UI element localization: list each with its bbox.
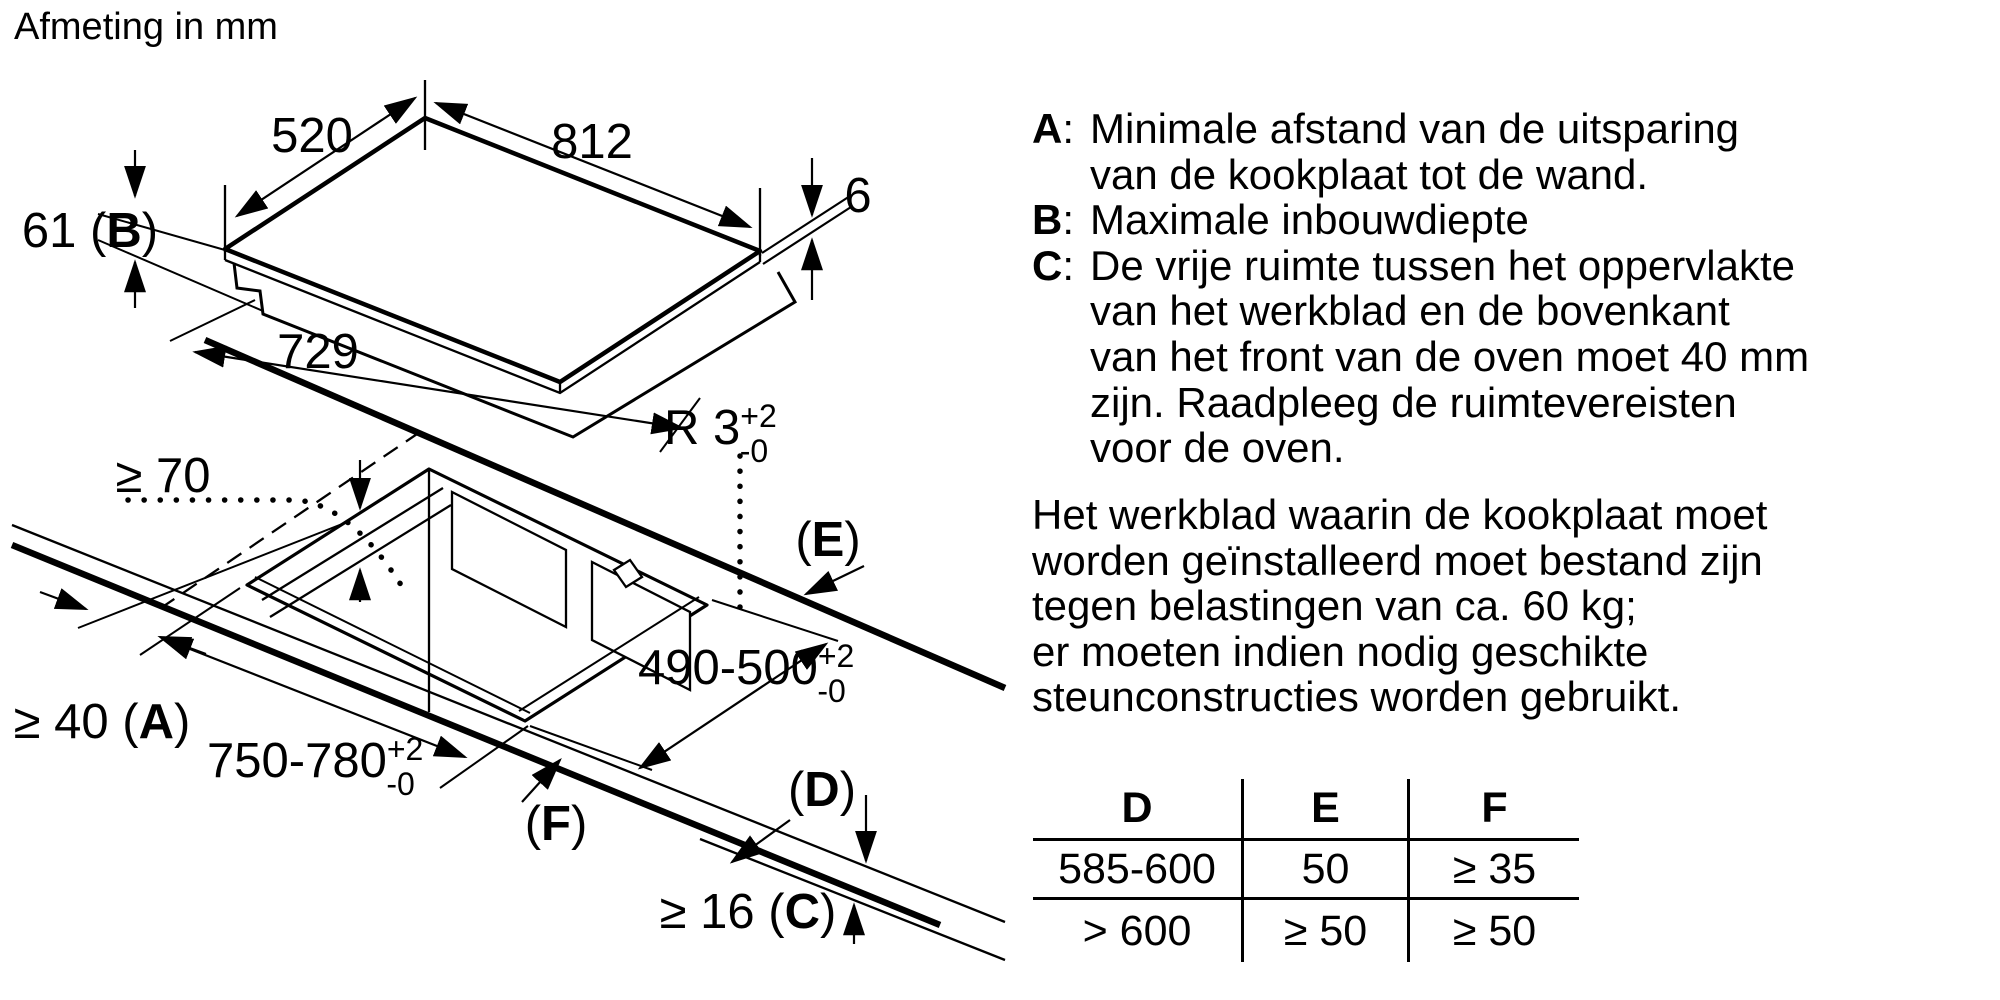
- note-key: [1032, 334, 1090, 380]
- note-line: van het front van de oven moet 40 mm: [1032, 334, 1809, 380]
- dim-label-490-500: 490-500+2-0: [638, 638, 854, 709]
- installation-diagram: 520 812 6 61 (B) 729 ≥ 70 R 3+2-0 ≥ 40 (…: [10, 80, 1007, 962]
- dim-label-F: (F): [525, 797, 588, 851]
- note-key: [1032, 288, 1090, 334]
- paragraph-line: worden geïnstalleerd moet bestand zijn: [1032, 536, 1763, 584]
- note-line: A: Minimale afstand van de uitsparing: [1032, 106, 1809, 152]
- dim-label-D: (D): [788, 763, 856, 817]
- dim-label-520: 520: [271, 109, 353, 163]
- paragraph-line: tegen belastingen van ca. 60 kg;: [1032, 582, 1637, 630]
- worktop-dimensions: [39, 453, 877, 944]
- table-header-E: E: [1244, 779, 1410, 841]
- note-text: zijn. Raadpleeg de ruimtevereisten: [1090, 378, 1737, 426]
- table-header-F: F: [1410, 779, 1579, 841]
- note-text: De vrije ruimte tussen het oppervlakte: [1090, 241, 1795, 289]
- note-line: voor de oven.: [1032, 425, 1809, 471]
- paragraph-line: steunconstructies worden gebruikt.: [1032, 673, 1682, 721]
- note-text: van de kookplaat tot de wand.: [1090, 150, 1649, 198]
- dim-label-61-B: 61 (B): [22, 204, 158, 258]
- dim-label-ge16-C: ≥ 16 (C): [660, 885, 837, 939]
- note-line: C: De vrije ruimte tussen het oppervlakte: [1032, 241, 1809, 289]
- dim-label-812: 812: [551, 115, 633, 169]
- dim-label-r3: R 3+2-0: [664, 398, 777, 469]
- table-header-D: D: [1033, 779, 1244, 841]
- diagram-labels: 520 812 6 61 (B) 729 ≥ 70 R 3+2-0 ≥ 40 (…: [14, 109, 872, 939]
- worktop-cutout-view: [10, 337, 1007, 962]
- worktop-requirements-paragraph: Het werkblad waarin de kookplaat moet wo…: [1032, 492, 1767, 720]
- note-text: Minimale afstand van de uitsparing: [1090, 105, 1740, 152]
- note-text: voor de oven.: [1090, 424, 1345, 472]
- note-text: van het werkblad en de bovenkant: [1090, 287, 1730, 335]
- table-cell: 585-600: [1033, 841, 1244, 900]
- note-line: van de kookplaat tot de wand.: [1032, 150, 1809, 198]
- note-line: zijn. Raadpleeg de ruimtevereisten: [1032, 378, 1809, 426]
- dim-label-E: (E): [795, 513, 860, 567]
- note-key: A:: [1032, 105, 1075, 152]
- note-text: van het front van de oven moet 40 mm: [1090, 332, 1810, 380]
- table-cell: ≥ 35: [1410, 841, 1579, 900]
- note-key: [1032, 152, 1090, 198]
- paragraph-line: er moeten indien nodig geschikte: [1032, 627, 1649, 675]
- cooktop-dimensions: [97, 80, 823, 453]
- def-spec-table: D E F 585-600 50 ≥ 35 > 600 ≥ 50 ≥ 50: [1033, 779, 1579, 962]
- table-cell: > 600: [1033, 900, 1244, 962]
- dim-label-ge70: ≥ 70: [115, 449, 210, 503]
- page-title: Afmeting in mm: [14, 6, 278, 48]
- table-cell: ≥ 50: [1244, 900, 1410, 962]
- note-key: [1032, 425, 1090, 471]
- table-cell: 50: [1244, 841, 1410, 900]
- note-line: B: Maximale inbouwdiepte: [1032, 197, 1809, 243]
- note-key: C:: [1032, 241, 1075, 289]
- legend-notes: A: Minimale afstand van de uitsparing van…: [1032, 106, 1809, 471]
- note-text: Maximale inbouwdiepte: [1090, 196, 1529, 244]
- note-line: van het werkblad en de bovenkant: [1032, 288, 1809, 334]
- dim-label-ge40-A: ≥ 40 (A): [14, 695, 191, 749]
- table-cell: ≥ 50: [1452, 907, 1537, 955]
- note-key: B:: [1032, 196, 1075, 244]
- dim-label-750-780: 750-780+2-0: [207, 731, 423, 802]
- dim-label-729: 729: [277, 325, 359, 379]
- note-key: [1032, 380, 1090, 426]
- paragraph-line: Het werkblad waarin de kookplaat moet: [1032, 491, 1768, 538]
- dim-label-6: 6: [844, 169, 871, 223]
